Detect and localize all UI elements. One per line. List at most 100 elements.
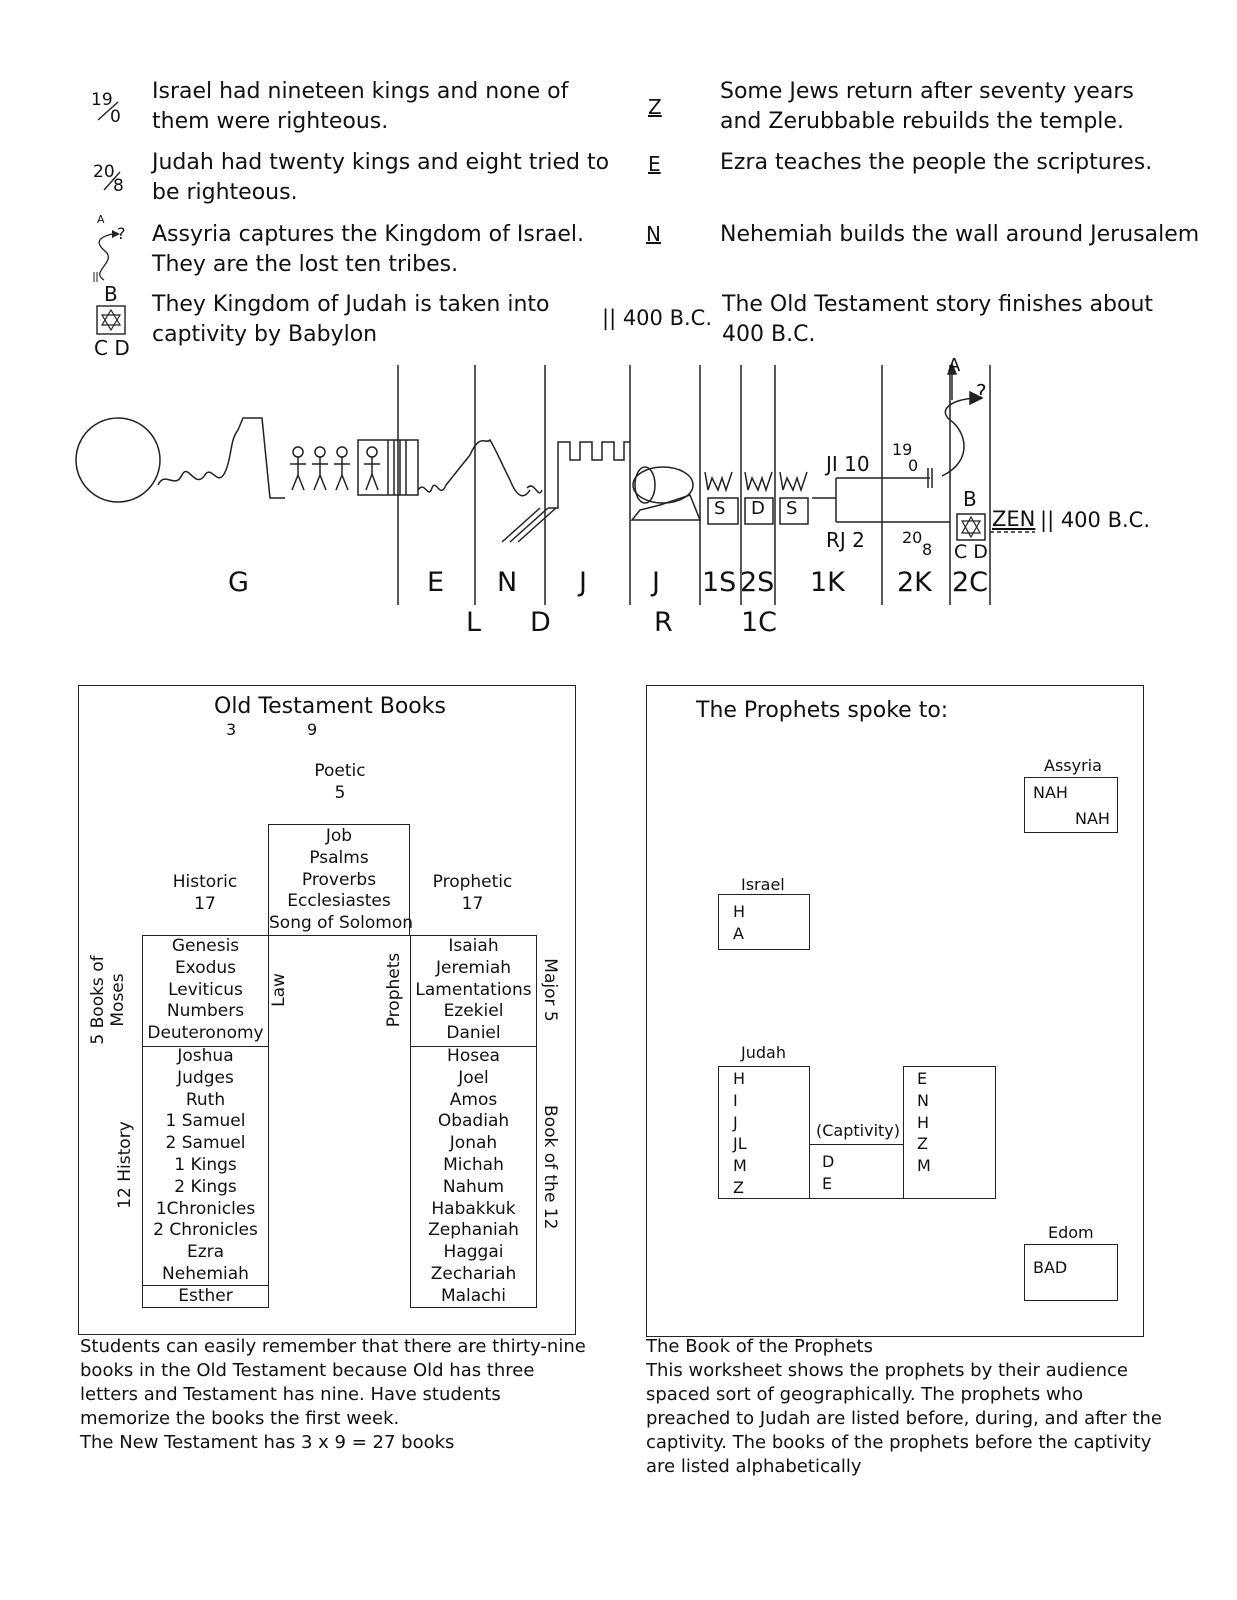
prophet-item: H <box>733 1069 746 1088</box>
book: Ezra <box>186 1242 225 1263</box>
poetic-books: Job Psalms Proverbs Ecclesiastes Song of… <box>268 824 413 936</box>
ot-books-title: Old Testament Books <box>214 694 446 719</box>
book: Malachi <box>440 1285 507 1306</box>
tl-deuteronomy: D <box>530 607 551 638</box>
side-label-prophets: Prophets <box>384 952 404 1028</box>
book: Joel <box>458 1067 489 1088</box>
prophetic-heading: Prophetic 17 <box>420 871 525 915</box>
book: 1Chronicles <box>155 1198 256 1219</box>
line: are listed alphabetically <box>646 1456 862 1477</box>
timeline-drawing <box>75 361 1035 605</box>
legend-text-400bc: The Old Testament story finishes about 4… <box>722 290 1153 350</box>
book: Nahum <box>442 1176 505 1197</box>
crown-label-1: S <box>714 498 726 519</box>
book: Habakkuk <box>431 1198 516 1219</box>
israel-box: H A <box>718 894 810 950</box>
book: 2 Samuel <box>165 1133 246 1154</box>
major-prophets: Isaiah Jeremiah Lamentations Ezekiel Dan… <box>410 935 537 1047</box>
book: Deuteronomy <box>147 1023 264 1044</box>
book: Zephaniah <box>428 1220 519 1241</box>
line: memorize the books the first week. <box>80 1408 400 1429</box>
slash-icon <box>103 171 121 191</box>
judah-after-box: E N H Z M <box>903 1066 996 1199</box>
israel-heading: Israel <box>741 875 785 894</box>
edom-heading: Edom <box>1048 1223 1094 1242</box>
fraction-top: 19 <box>91 90 113 110</box>
f20-bottom: 8 <box>922 540 933 559</box>
line: Moses <box>108 973 128 1027</box>
f19-top: 19 <box>892 440 913 459</box>
book: Genesis <box>171 936 240 956</box>
historic-heading: Historic 17 <box>155 871 255 915</box>
book: Jonah <box>449 1133 498 1154</box>
line: Some Jews return after seventy years <box>720 79 1134 104</box>
book: Lamentations <box>415 979 532 1000</box>
book: Judges <box>177 1067 234 1088</box>
prophet-item: M <box>917 1156 931 1176</box>
book: Nehemiah <box>162 1263 249 1284</box>
count-old: 3 <box>226 720 237 739</box>
line: Judah had twenty kings and eight tried t… <box>152 150 610 175</box>
n-symbol: N <box>646 222 661 246</box>
book: Ruth <box>185 1089 226 1110</box>
side-label-moses: 5 Books of Moses <box>88 950 128 1050</box>
book: Hosea <box>447 1046 500 1066</box>
esther-book: Esther <box>142 1285 269 1308</box>
prophetic-label: Prophetic <box>432 872 513 892</box>
slash-icon <box>97 101 119 121</box>
poetic-heading: Poetic 5 <box>290 760 390 804</box>
book: 2 Chronicles <box>153 1220 258 1241</box>
legend-text-israel-kings: Israel had nineteen kings and none of th… <box>152 77 568 137</box>
prophet-item: M <box>733 1156 747 1176</box>
line: spaced sort of geographically. The proph… <box>646 1384 1084 1405</box>
crown-label-3: S <box>786 498 798 519</box>
prophet-item: Z <box>733 1177 744 1197</box>
b-label: B <box>963 487 977 511</box>
poetic-count: 5 <box>334 783 346 803</box>
judah-before-box: H I J JL M Z <box>718 1066 810 1199</box>
z-symbol: Z <box>648 95 662 119</box>
tl-ruth: R <box>654 607 673 638</box>
e-symbol: E <box>648 152 661 176</box>
book: Proverbs <box>301 869 377 890</box>
line: them were righteous. <box>152 109 389 134</box>
creation-circle-icon <box>75 417 161 503</box>
prophet-item: H <box>733 902 746 921</box>
line: Nehemiah builds the wall around Jerusale… <box>720 222 1200 247</box>
captivity-label: C D <box>94 336 130 360</box>
prophet-item: A <box>733 924 744 943</box>
prophet-item: NAH <box>1033 783 1068 802</box>
book: Zechariah <box>430 1263 517 1284</box>
tl-1chronicles: 1C <box>741 607 778 638</box>
tl-1kings: 1K <box>810 567 845 598</box>
assyria-box: NAH NAH <box>1024 777 1118 833</box>
line: The Old Testament story finishes about <box>722 292 1154 317</box>
tl-joshua: J <box>579 567 587 598</box>
line: This worksheet shows the prophets by the… <box>646 1360 1128 1381</box>
judah-heading: Judah <box>741 1043 786 1062</box>
star-of-david-icon <box>96 305 126 335</box>
crown-label-2: D <box>751 498 765 519</box>
book: Haggai <box>443 1242 504 1263</box>
tl-1samuel: 1S <box>702 567 737 598</box>
historic-label: Historic <box>172 872 238 892</box>
line: books in the Old Testament because Old h… <box>80 1360 535 1381</box>
line: preached to Judah are listed before, dur… <box>646 1408 1162 1429</box>
timeline-a: A <box>948 355 961 376</box>
prophet-item: N <box>917 1090 929 1110</box>
legend-text-judah-kings: Judah had twenty kings and eight tried t… <box>152 148 609 208</box>
end-label: || 400 B.C. <box>1040 508 1151 532</box>
tl-leviticus: L <box>466 607 482 638</box>
ot-books-note: Students can easily remember that there … <box>80 1335 586 1455</box>
ji-label: JI 10 <box>826 452 870 476</box>
prophet-item: D <box>822 1152 835 1171</box>
book: Leviticus <box>168 979 243 1000</box>
timeline-q: ? <box>976 380 987 404</box>
prophet-item: NAH <box>1075 809 1110 828</box>
f20-top: 20 <box>902 528 923 547</box>
line: captivity. The books of the prophets bef… <box>646 1432 1152 1453</box>
prophet-item: JL <box>733 1134 747 1154</box>
book: Ezekiel <box>443 1001 504 1022</box>
captivity-box: D E <box>809 1144 904 1199</box>
line: The New Testament has 3 x 9 = 27 books <box>80 1432 455 1453</box>
